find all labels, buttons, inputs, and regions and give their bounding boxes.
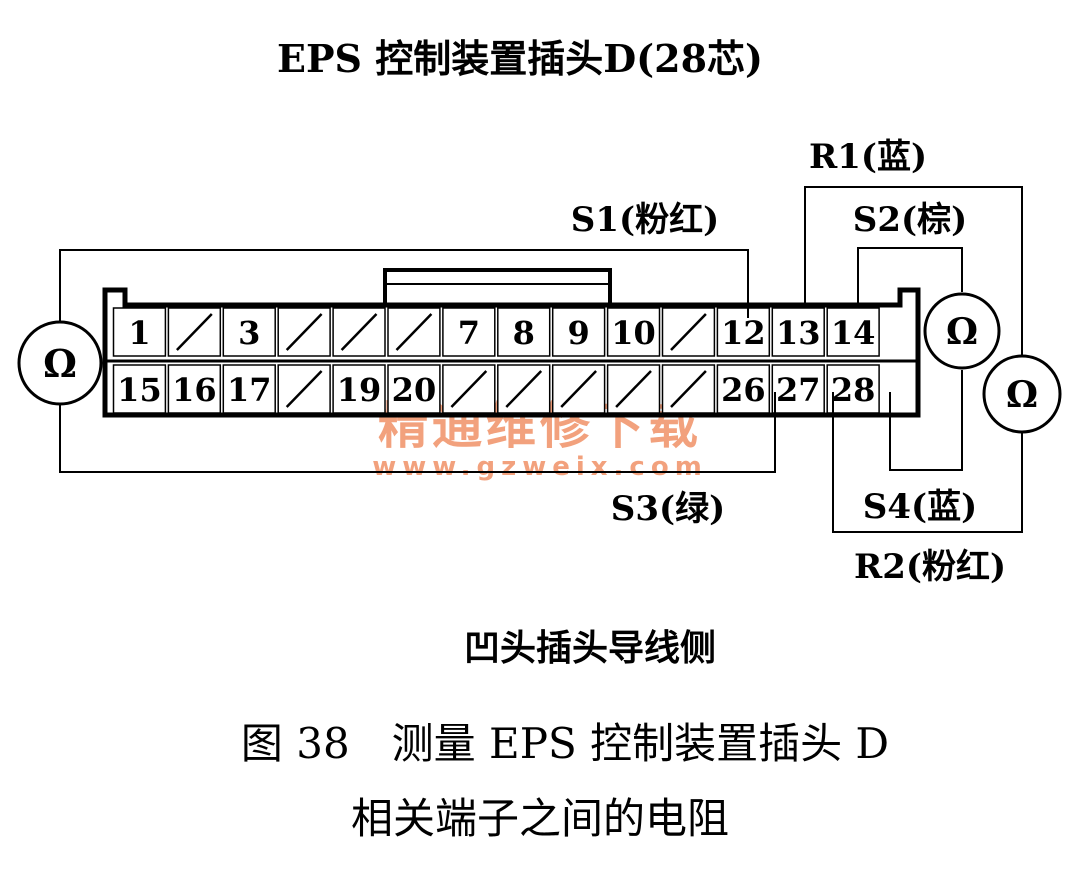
ohmmeter-left: Ω	[17, 320, 103, 406]
unused-slash	[395, 313, 433, 351]
terminal-number: 17	[227, 371, 272, 409]
terminal-number: 7	[458, 314, 480, 352]
terminal-19: 19	[332, 364, 386, 414]
diagram-title: EPS 控制装置插头D(28芯)	[277, 36, 763, 81]
wire-label-r2: R2(粉红)	[854, 547, 1006, 587]
ohm-symbol: Ω	[1006, 374, 1038, 416]
left-meter-wiring	[59, 249, 776, 473]
wire-label-s1: S1(粉红)	[571, 200, 719, 240]
connector-outline	[102, 287, 921, 418]
unused-slash	[285, 313, 323, 351]
terminal-number: 1	[128, 314, 150, 352]
terminal-number: 20	[392, 371, 437, 409]
connector-side-label: 凹头插头导线侧	[464, 627, 716, 669]
terminal-16: 16	[167, 364, 222, 414]
terminal-unused	[497, 364, 551, 414]
terminal-10: 10	[606, 307, 661, 357]
terminal-number: 14	[831, 314, 876, 352]
wire-r2	[832, 392, 1023, 533]
terminal-number: 27	[776, 371, 821, 409]
terminal-unused	[551, 364, 606, 414]
terminal-number: 19	[337, 371, 382, 409]
right-meter-wiring	[804, 186, 1023, 533]
terminal-number: 12	[721, 314, 766, 352]
terminal-27: 27	[771, 364, 825, 414]
wire-r1	[804, 186, 1023, 355]
unused-slash	[450, 370, 488, 408]
terminal-number: 10	[611, 314, 656, 352]
terminal-unused	[167, 307, 222, 357]
connector-latch	[383, 268, 612, 305]
terminal-15: 15	[112, 364, 167, 414]
terminal-unused	[661, 364, 716, 414]
unused-slash	[670, 370, 707, 408]
terminal-unused	[387, 307, 441, 357]
unused-slash	[285, 370, 323, 408]
ohmmeter-right-outer: Ω	[982, 354, 1062, 434]
terminal-number: 8	[513, 314, 535, 352]
terminal-unused	[277, 307, 331, 357]
wire-s2	[857, 247, 963, 305]
terminal-13: 13	[771, 307, 825, 357]
unused-slash	[505, 370, 543, 408]
unused-slash	[176, 313, 213, 351]
unused-slash	[340, 313, 378, 351]
terminal-9: 9	[551, 307, 606, 357]
wire-label-r1: R1(蓝)	[809, 137, 927, 177]
watermark-url: www.gzweix.com	[372, 452, 708, 482]
caption-line-2: 相关端子之间的电阻	[351, 794, 729, 843]
terminal-1: 1	[112, 307, 167, 357]
unused-slash	[560, 370, 597, 408]
connector-d	[102, 268, 921, 418]
terminal-number: 28	[831, 371, 876, 409]
ohm-symbol: Ω	[43, 341, 77, 386]
wire-label-s4: S4(蓝)	[863, 487, 977, 527]
terminal-number: 26	[721, 371, 766, 409]
terminal-unused	[661, 307, 716, 357]
terminal-number: 3	[238, 314, 260, 352]
terminal-unused	[442, 364, 496, 414]
unused-slash	[670, 313, 707, 351]
terminal-number: 9	[568, 314, 590, 352]
terminal-unused	[606, 364, 661, 414]
wire-label-s2: S2(棕)	[853, 200, 967, 240]
terminal-20: 20	[387, 364, 441, 414]
terminal-26: 26	[716, 364, 771, 414]
wire-label-s3: S3(绿)	[611, 489, 725, 529]
terminal-unused	[332, 307, 386, 357]
wire-s3	[59, 392, 776, 473]
terminal-8: 8	[497, 307, 551, 357]
wire-s1	[59, 249, 749, 322]
wire-s4	[889, 370, 963, 471]
terminal-28: 28	[826, 364, 880, 414]
terminal-14: 14	[826, 307, 880, 357]
terminal-number: 16	[172, 371, 217, 409]
unused-slash	[615, 370, 652, 408]
terminal-unused	[277, 364, 331, 414]
terminal-number: 15	[117, 371, 162, 409]
terminal-17: 17	[222, 364, 276, 414]
terminal-12: 12	[716, 307, 771, 357]
ohm-symbol: Ω	[946, 311, 978, 353]
ohmmeter-right-inner: Ω	[923, 292, 1001, 370]
terminal-number: 13	[776, 314, 821, 352]
terminal-7: 7	[442, 307, 496, 357]
terminal-3: 3	[222, 307, 276, 357]
caption-line-1: 图 38 测量 EPS 控制装置插头 D	[241, 719, 889, 768]
